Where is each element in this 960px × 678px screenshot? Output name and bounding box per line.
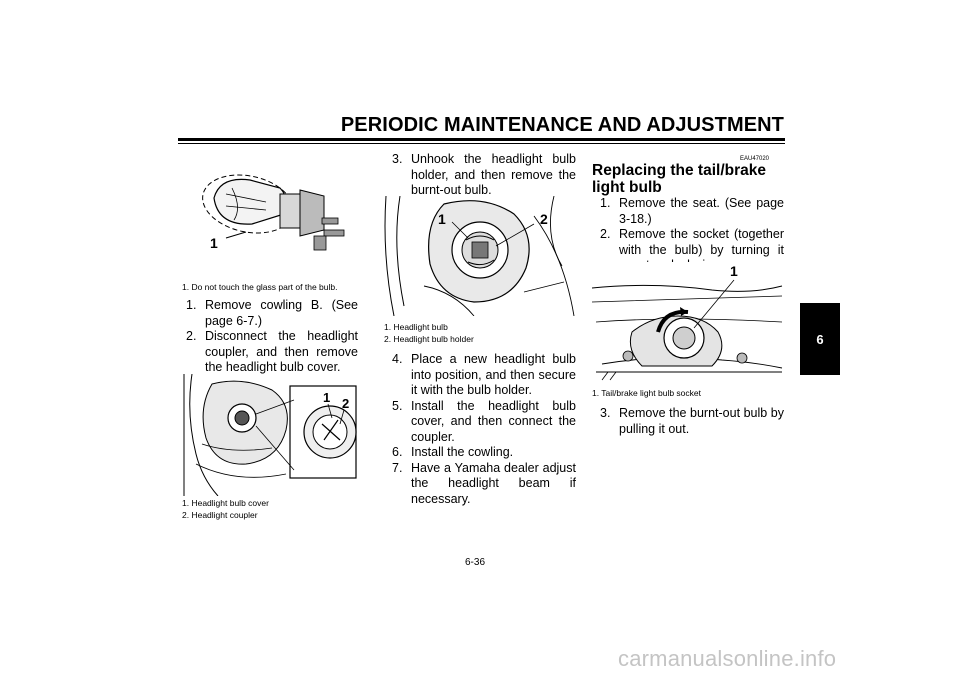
step-item: 2. Disconnect the headlight coupler, and … — [186, 329, 358, 376]
bulb-holder-illustration: 1 2 — [384, 196, 575, 316]
figure-headlight-bulb-cover: 1 2 — [182, 374, 360, 496]
page-header-title: PERIODIC MAINTENANCE AND ADJUSTMENT — [340, 114, 784, 136]
step-text: Have a Yamaha dealer adjust the headligh… — [411, 460, 576, 506]
figure-caption: 1. Headlight bulb 2. Headlight bulb hold… — [384, 322, 474, 345]
step-text: Unhook the headlight bulb holder, and th… — [411, 152, 576, 197]
step-text: Remove the socket (together with the bul… — [619, 227, 784, 272]
section-title: Replacing the tail/brake light bulb — [592, 162, 766, 196]
chapter-tab-number: 6 — [816, 331, 824, 347]
step-text: Disconnect the headlight coupler, and th… — [205, 329, 358, 374]
step-item: 2. Remove the socket (together with the b… — [600, 227, 784, 274]
section-code: EAU47020 — [740, 156, 770, 162]
caption-line: 2. Headlight coupler — [182, 509, 258, 520]
step-number: 3. — [392, 152, 403, 166]
step-item: 7. Have a Yamaha dealer adjust the headli… — [392, 461, 576, 508]
headlight-bulb-illustration: 1 — [202, 174, 345, 251]
step-text: Install the headlight bulb cover, and th… — [411, 398, 576, 444]
watermark: carmanualsonline.info — [618, 646, 837, 671]
step-number: 2. — [600, 227, 611, 241]
figure-headlight-bulb-holder: 1 2 — [384, 196, 576, 316]
callout-2: 2 — [540, 211, 548, 227]
callout-1: 1 — [438, 211, 446, 227]
header-rule-thin — [178, 143, 785, 144]
callout-1: 1 — [323, 390, 330, 405]
step-item: 3. Remove the burnt-out bulb by pulling i… — [600, 406, 784, 437]
chapter-tab: 6 — [800, 303, 840, 375]
step-number: 4. — [392, 352, 403, 366]
step-text: Remove the burnt-out bulb by pulling it … — [619, 406, 784, 436]
header-rule — [178, 138, 785, 141]
caption-line: 2. Headlight bulb holder — [384, 333, 474, 344]
steps-list-col2-bottom: 4. Place a new headlight bulb into positi… — [392, 352, 576, 507]
step-item: 4. Place a new headlight bulb into positi… — [392, 352, 576, 399]
steps-list-col3-top: 1. Remove the seat. (See page 3-18.) 2. Re… — [600, 196, 784, 274]
steps-list-col1: 1. Remove cowling B. (See page 6-7.) 2. Di… — [186, 298, 358, 376]
step-text: Place a new headlight bulb into position… — [411, 352, 576, 397]
step-number: 2. — [186, 329, 197, 343]
caption-line: 1. Headlight bulb cover — [182, 498, 269, 508]
step-number: 6. — [392, 445, 403, 459]
step-number: 3. — [600, 406, 611, 420]
figure-headlight-bulb: 1 — [182, 160, 360, 272]
figure-caption: 1. Headlight bulb cover 2. Headlight cou… — [182, 498, 269, 521]
tail-light-socket-illustration: 1 — [592, 263, 783, 381]
caption-line: 1. Tail/brake light bulb socket — [592, 388, 701, 398]
step-item: 3. Unhook the headlight bulb holder, and … — [392, 152, 576, 199]
steps-list-col3-bottom: 3. Remove the burnt-out bulb by pulling i… — [600, 406, 784, 437]
callout-1: 1 — [730, 263, 738, 279]
figure-tail-light-socket: 1 — [592, 262, 784, 384]
callout-1: 1 — [210, 235, 218, 251]
step-number: 7. — [392, 460, 403, 475]
caption-line: 1. Headlight bulb — [384, 322, 448, 332]
step-number: 1. — [186, 298, 197, 312]
step-item: 1. Remove the seat. (See page 3-18.) — [600, 196, 784, 227]
step-text: Install the cowling. — [411, 445, 514, 459]
figure-caption: 1. Tail/brake light bulb socket — [592, 388, 701, 400]
step-text: Remove the seat. (See page 3-18.) — [619, 196, 784, 226]
callout-2: 2 — [342, 396, 349, 411]
bulb-cover-illustration: 1 2 — [183, 374, 357, 496]
caption-line: 1. Do not touch the glass part of the bu… — [182, 282, 338, 292]
step-item: 5. Install the headlight bulb cover, and … — [392, 399, 576, 446]
step-text: Remove cowling B. (See page 6-7.) — [205, 298, 358, 328]
step-item: 1. Remove cowling B. (See page 6-7.) — [186, 298, 358, 329]
page-number: 6-36 — [465, 557, 486, 568]
steps-list-col2-top: 3. Unhook the headlight bulb holder, and … — [392, 152, 576, 199]
step-item: 6. Install the cowling. — [392, 445, 576, 461]
step-number: 1. — [600, 196, 611, 210]
step-number: 5. — [392, 398, 403, 413]
figure-caption: 1. Do not touch the glass part of the bu… — [182, 282, 337, 294]
